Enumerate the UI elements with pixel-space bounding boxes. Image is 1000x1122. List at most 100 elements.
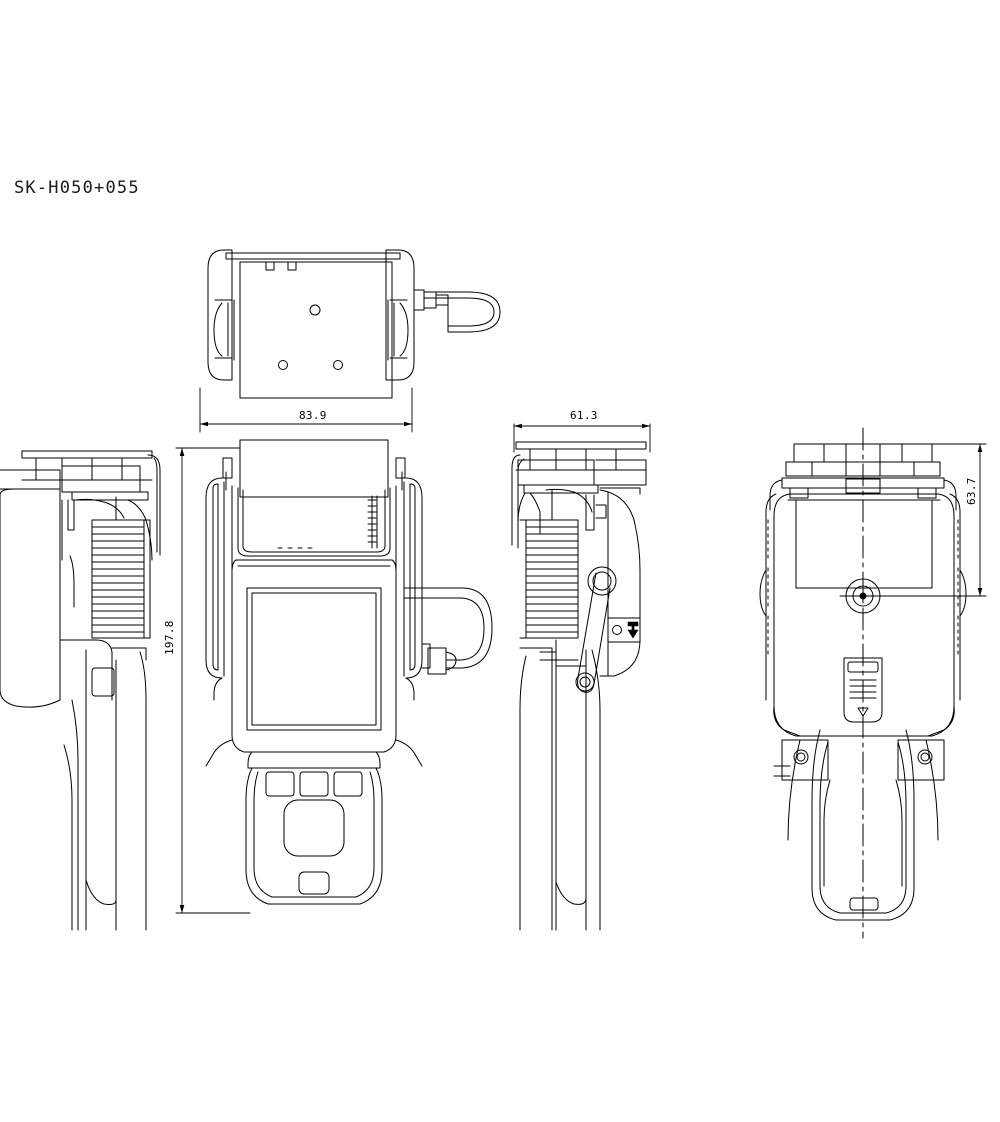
left-post-b [67, 499, 75, 531]
mounting-hole-lower-left [278, 360, 288, 370]
rs-grip-back-curve [591, 649, 601, 931]
rear-center-block [845, 478, 881, 494]
top-connector-tip [435, 294, 449, 306]
rear-right-clamp-shoulder [943, 479, 957, 511]
rear-third-rail [781, 477, 945, 489]
rear-left-screw-outer [793, 749, 809, 765]
rs-top-rail [515, 441, 647, 450]
left-side-button [91, 667, 115, 697]
rear-right-foot [917, 487, 937, 499]
top-connector-body [423, 291, 437, 309]
rs-grip-seams [539, 651, 587, 667]
rear-second-rail-ribs [811, 461, 915, 477]
dimension-label-front-height: 197.8 [163, 620, 176, 655]
rear-view [759, 427, 967, 939]
top-right-clamp-shell [385, 249, 415, 381]
front-left-clamp-rib [212, 483, 219, 671]
mounting-hole-lower-right [333, 360, 343, 370]
front-bracket-tab-stems [225, 471, 403, 491]
front-bracket-tab-left [222, 457, 233, 479]
lower-button[interactable] [298, 871, 330, 895]
front-cable-outer [423, 587, 493, 669]
part-number-title: SK-H050+055 [14, 178, 140, 198]
rs-lever-knob-inner [579, 676, 591, 688]
front-recess-inner [242, 489, 386, 553]
front-body-shell [231, 559, 397, 753]
left-bracket-arm-outer [147, 454, 161, 556]
left-grip-front-curve2 [63, 744, 73, 931]
rear-left-bump [759, 569, 767, 617]
rear-latch-top-tab [847, 661, 879, 673]
rear-second-rail [785, 461, 941, 477]
rs-fin-outer-edge [519, 519, 527, 639]
front-recess-rib-lines [371, 495, 378, 549]
rear-right-panel [897, 739, 945, 781]
front-handle-inner [253, 771, 375, 898]
front-display-bezel [246, 587, 382, 731]
keypad-button-right[interactable] [333, 771, 363, 797]
right-side-view [511, 441, 647, 931]
rear-back-panel [795, 499, 933, 589]
rear-outer-curve-left [787, 739, 801, 841]
dimension-lines [175, 387, 987, 914]
top-right-spring [399, 302, 409, 357]
front-handle-outline [245, 767, 383, 905]
top-cross-bar [225, 252, 401, 260]
rs-post-block [585, 494, 595, 531]
rs-lever-knob-outer [575, 672, 595, 692]
rs-grip-bottom-curve [555, 881, 587, 905]
rear-right-screw-outer [917, 749, 933, 765]
front-view [205, 439, 493, 905]
keypad-button-left[interactable] [265, 771, 295, 797]
rear-right-screw-inner [920, 752, 930, 762]
rear-left-foot [789, 487, 809, 499]
rs-bracket-arm-outer [511, 454, 521, 546]
front-connector-tip [445, 651, 457, 671]
front-left-clamp-tail [213, 677, 223, 701]
left-head-block [61, 465, 141, 493]
top-left-clamp-shell [207, 249, 233, 381]
front-bracket-plate [239, 439, 389, 498]
rear-left-panel [781, 739, 829, 781]
rear-outer-curve-right [925, 739, 939, 841]
rear-handle-seam-right [895, 779, 903, 887]
rs-fin-block [525, 519, 579, 639]
front-display-screen [251, 592, 377, 726]
rear-left-clamp-shoulder [769, 479, 783, 511]
top-body-plate [239, 261, 393, 399]
front-right-clamp-tail [405, 677, 415, 701]
rs-right-upper-block [595, 459, 647, 486]
front-cable-inner [423, 597, 485, 661]
front-connector-body [427, 647, 447, 675]
navigation-pad[interactable] [283, 799, 345, 857]
left-shoulder-curve [75, 498, 125, 519]
front-connector-neck [421, 643, 431, 669]
front-left-clamp-outer [205, 477, 223, 679]
keypad-button-center[interactable] [299, 771, 329, 797]
top-notch-left [265, 261, 275, 271]
left-fin-block [91, 519, 145, 639]
dimension-label-rear-height: 63.7 [965, 477, 978, 505]
rs-grip-front-curve [519, 655, 527, 931]
rs-fin-lines [525, 526, 579, 633]
rear-handle-bottom-slot [849, 897, 879, 911]
rear-handle-outline [811, 729, 915, 921]
front-left-wing [205, 739, 233, 767]
top-connector-neck [413, 289, 425, 311]
rs-hook-a [529, 492, 541, 535]
rs-small-tab [595, 504, 607, 519]
left-head-plate [71, 491, 149, 501]
rs-right-plate [599, 487, 641, 495]
left-lower-rail [111, 647, 147, 661]
rear-latch-ribs [849, 679, 877, 699]
rear-latch-triangle-marker [857, 707, 869, 717]
rs-lever-arm [577, 572, 611, 693]
rear-left-lower-wing [773, 705, 801, 737]
rs-head-plate [523, 484, 599, 494]
rear-right-clamp-edge [949, 493, 961, 701]
rs-label-plate [607, 617, 641, 643]
rear-left-edge-lines [773, 765, 791, 777]
rs-label-warning-symbol [627, 621, 639, 639]
top-cable-loop-outer [423, 291, 501, 333]
